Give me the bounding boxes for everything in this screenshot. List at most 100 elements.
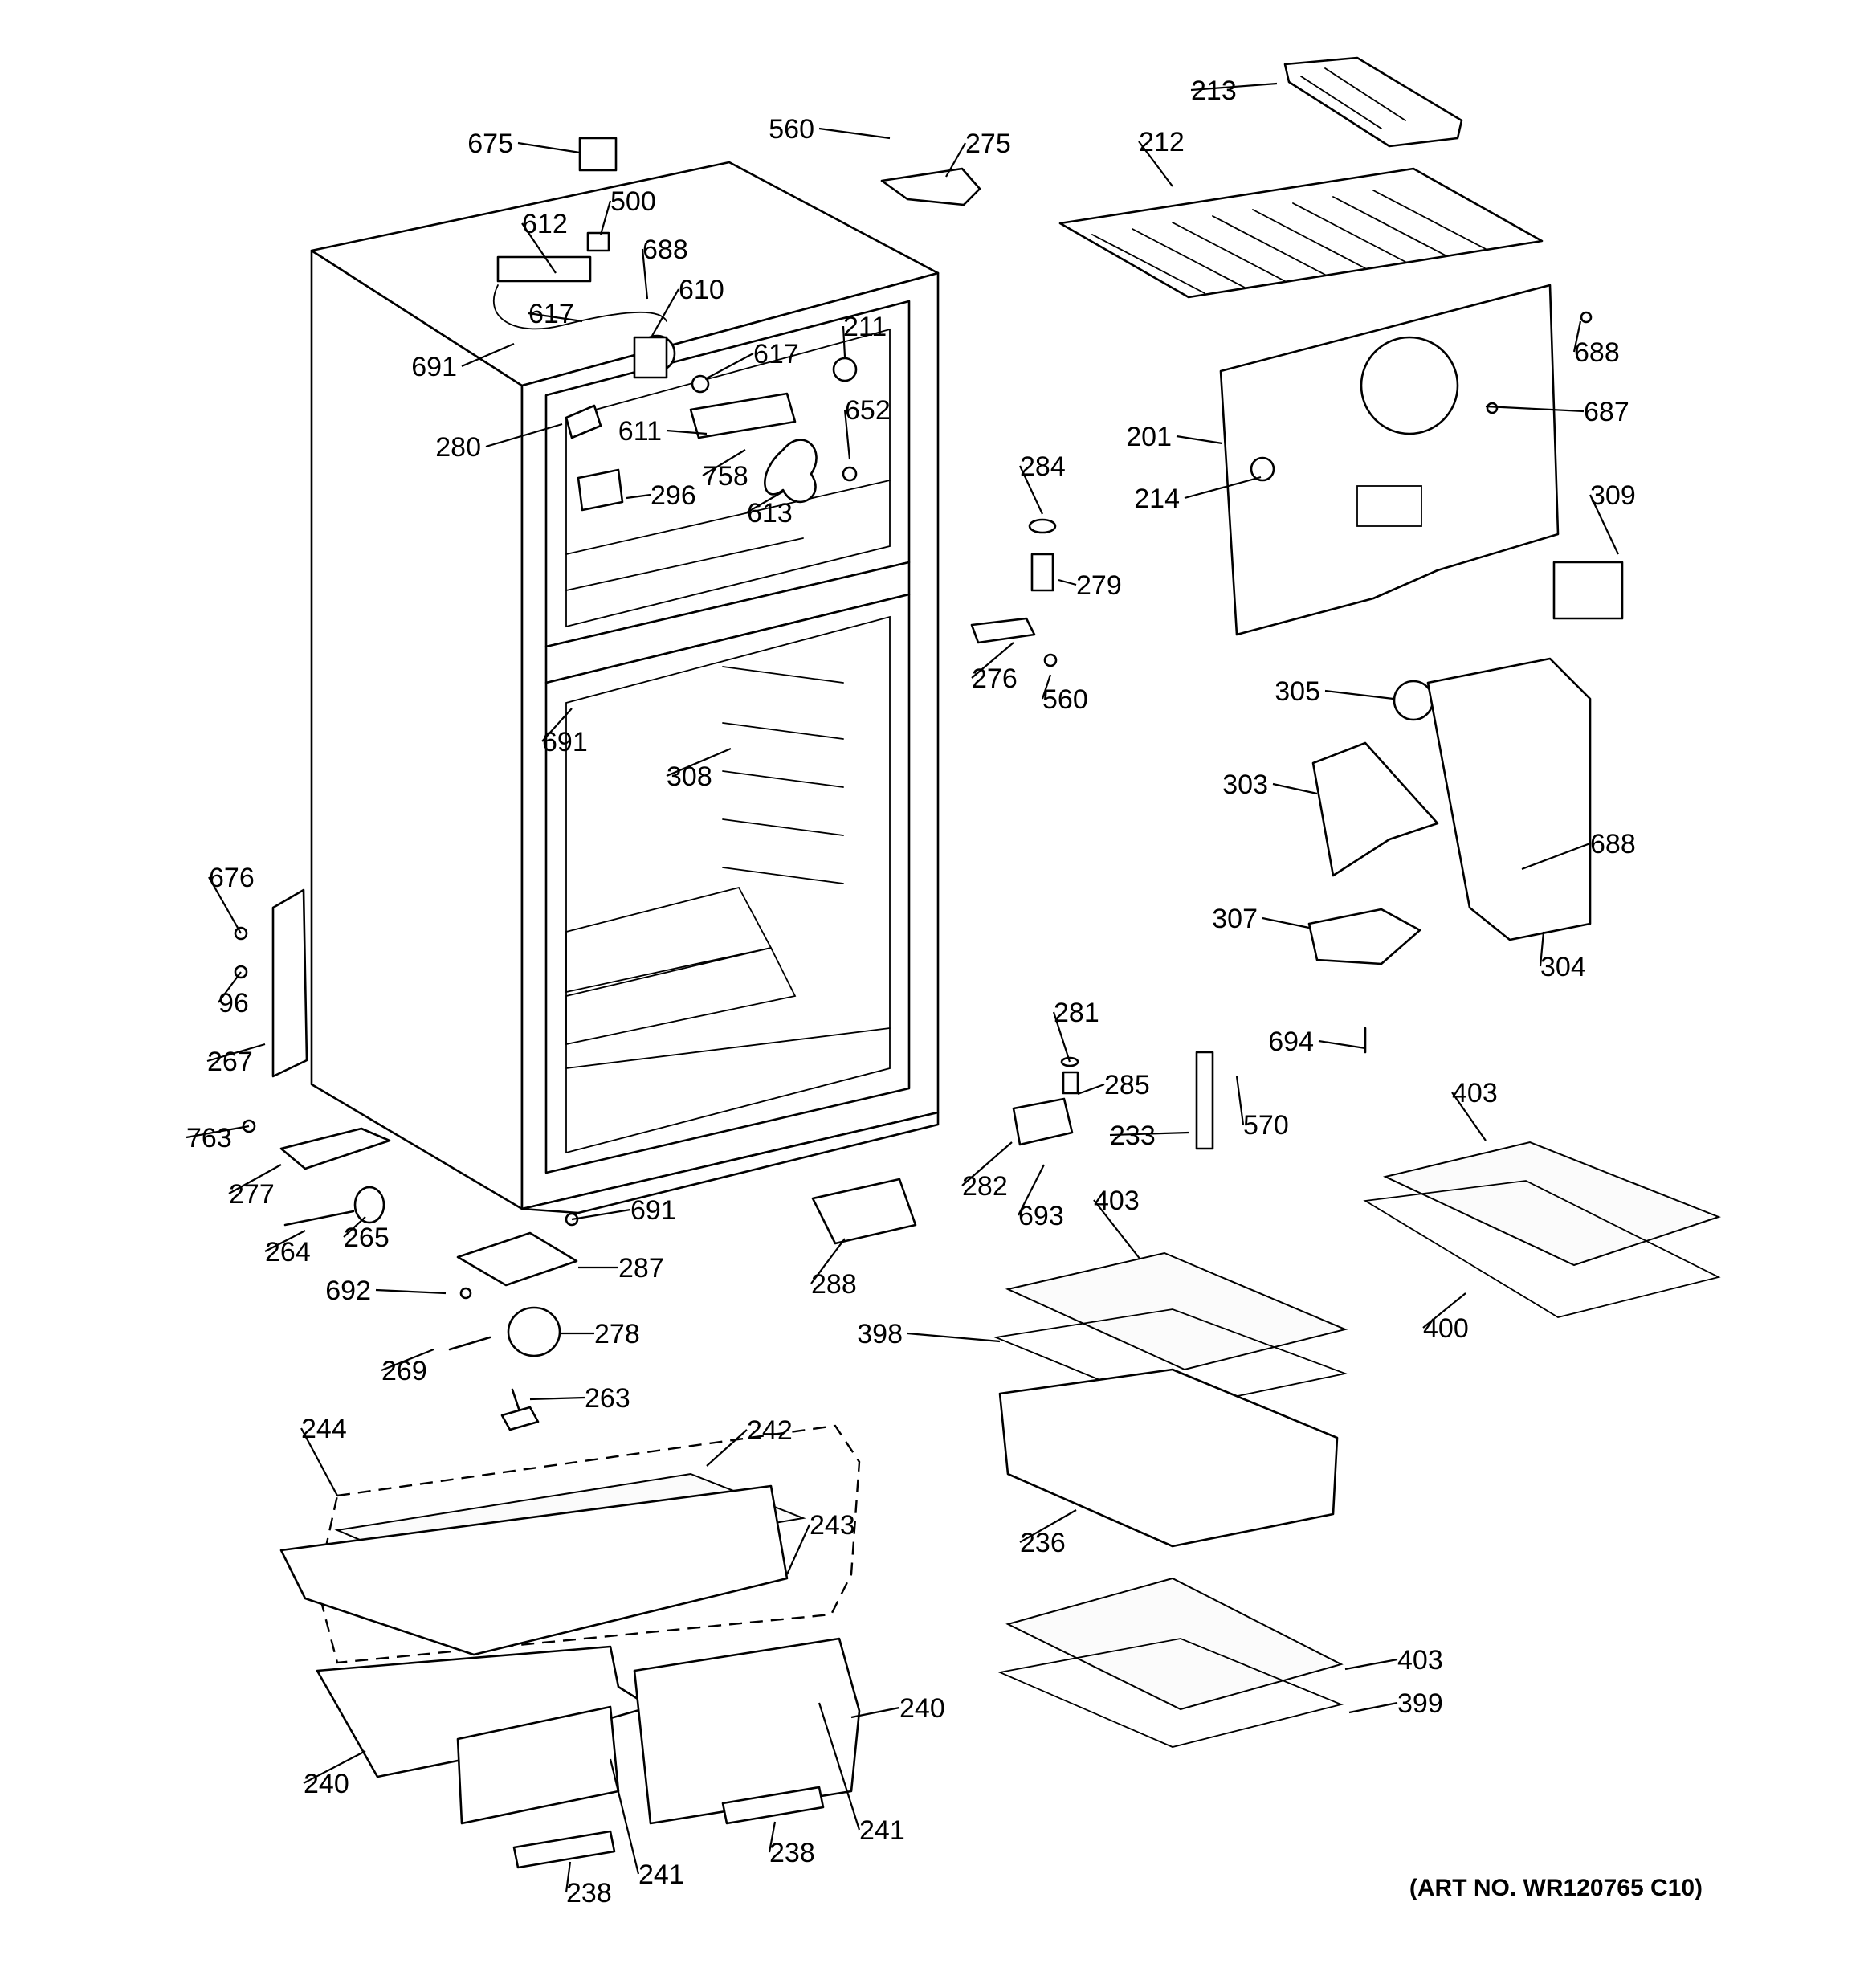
- freezer-components: [492, 137, 981, 512]
- callout-label: 240: [304, 1769, 349, 1799]
- leader-line: [1041, 674, 1052, 700]
- base-components: [234, 888, 579, 1431]
- callout-label: 612: [522, 209, 568, 239]
- callout-label: 279: [1076, 570, 1122, 601]
- leader-line: [461, 342, 515, 368]
- callout-label: 241: [638, 1859, 684, 1890]
- callout-label: 560: [1042, 684, 1088, 715]
- callout-label: 263: [585, 1383, 630, 1414]
- callout-label: 214: [1134, 484, 1180, 514]
- callout-label: 694: [1268, 1027, 1314, 1057]
- callout-label: 403: [1094, 1186, 1140, 1216]
- callout-label: 303: [1222, 769, 1268, 800]
- callout-label: 269: [381, 1356, 427, 1386]
- leader-line: [599, 200, 612, 235]
- leader-line: [702, 449, 746, 476]
- leader-line: [1344, 1658, 1398, 1671]
- callout-label: 611: [618, 416, 662, 447]
- leader-line: [208, 876, 242, 934]
- callout-label: 305: [1275, 676, 1320, 707]
- callout-label: 613: [747, 498, 793, 529]
- leader-line: [521, 222, 557, 274]
- leader-line: [1451, 1092, 1487, 1141]
- cabinet: [310, 161, 940, 1214]
- callout-label: 244: [301, 1414, 347, 1444]
- ice-tray-cells: [1300, 67, 1406, 129]
- callout-label: 652: [845, 395, 891, 426]
- callout-label: 213: [1191, 76, 1237, 106]
- leader-line: [609, 1758, 640, 1875]
- leader-line: [303, 1750, 366, 1784]
- callout-label: 211: [843, 312, 887, 342]
- callout-label: 265: [344, 1223, 390, 1253]
- leader-line: [1077, 1083, 1105, 1096]
- leader-line: [961, 1141, 1013, 1186]
- leader-line: [842, 325, 846, 357]
- callout-label: 96: [218, 988, 249, 1018]
- callout-label: 238: [769, 1838, 815, 1868]
- ice-tray-and-shelf: [1058, 56, 1544, 299]
- leader-line: [1262, 916, 1310, 929]
- leader-line: [1272, 782, 1318, 795]
- leader-line: [651, 288, 679, 337]
- leader-line: [810, 1238, 846, 1284]
- leader-line: [1539, 931, 1545, 967]
- callout-label: 242: [747, 1415, 793, 1446]
- callout-label: 610: [679, 275, 724, 305]
- callout-label: 309: [1590, 480, 1636, 511]
- leader-line: [565, 1861, 572, 1893]
- leader-line: [264, 1230, 306, 1252]
- callout-label: 280: [435, 432, 481, 463]
- callout-label: 688: [1574, 337, 1620, 368]
- callout-label: 288: [811, 1269, 857, 1300]
- art-number: (ART NO. WR120765 C10): [1409, 1875, 1703, 1901]
- callout-label: 264: [265, 1237, 311, 1268]
- callout-label: 282: [962, 1171, 1008, 1202]
- leader-line: [785, 1524, 811, 1575]
- leader-line: [818, 1702, 861, 1831]
- callout-label: 285: [1104, 1070, 1150, 1100]
- callout-label: 241: [859, 1815, 905, 1846]
- callout-label: 201: [1126, 422, 1172, 452]
- callout-label: 691: [411, 352, 457, 382]
- leader-line: [528, 312, 583, 323]
- callout-label: 243: [810, 1510, 855, 1541]
- leader-line: [1235, 1076, 1245, 1125]
- leader-line: [1176, 435, 1223, 445]
- leader-line: [529, 1396, 585, 1401]
- callout-label: 403: [1397, 1645, 1443, 1676]
- leader-line: [517, 141, 581, 154]
- leader-line: [1348, 1701, 1398, 1714]
- leader-line: [541, 708, 573, 742]
- callout-label: 233: [1110, 1121, 1156, 1151]
- leader-line: [907, 1332, 1001, 1343]
- callout-label: 617: [528, 299, 574, 329]
- leader-line: [1589, 494, 1619, 555]
- leader-line: [1019, 1509, 1077, 1543]
- leader-line: [300, 1427, 338, 1496]
- callout-label: 238: [566, 1878, 612, 1908]
- leader-line: [768, 1821, 777, 1853]
- callout-label: 403: [1452, 1078, 1498, 1108]
- hinge-components: [811, 518, 1592, 1245]
- leader-line: [206, 1043, 266, 1063]
- callout-label: 560: [769, 114, 814, 145]
- callout-label: 687: [1584, 397, 1629, 427]
- callout-label: 688: [1590, 829, 1636, 859]
- callout-label: 240: [899, 1693, 945, 1724]
- leader-line: [850, 1706, 900, 1719]
- leader-line: [1572, 320, 1582, 353]
- callout-label: 691: [542, 727, 588, 757]
- evaporator-cover: [1219, 284, 1624, 636]
- leader-line: [706, 1429, 748, 1467]
- leader-line: [1058, 578, 1077, 586]
- callout-label: 307: [1212, 904, 1258, 934]
- crisper-cover-assembly: [279, 1424, 861, 1664]
- leader-line: [1138, 141, 1173, 187]
- wire-shelf-bars: [1091, 190, 1487, 294]
- leader-line: [381, 1348, 434, 1372]
- callout-label: 284: [1020, 451, 1066, 482]
- callout-label: 399: [1397, 1688, 1443, 1719]
- leader-line: [485, 423, 563, 448]
